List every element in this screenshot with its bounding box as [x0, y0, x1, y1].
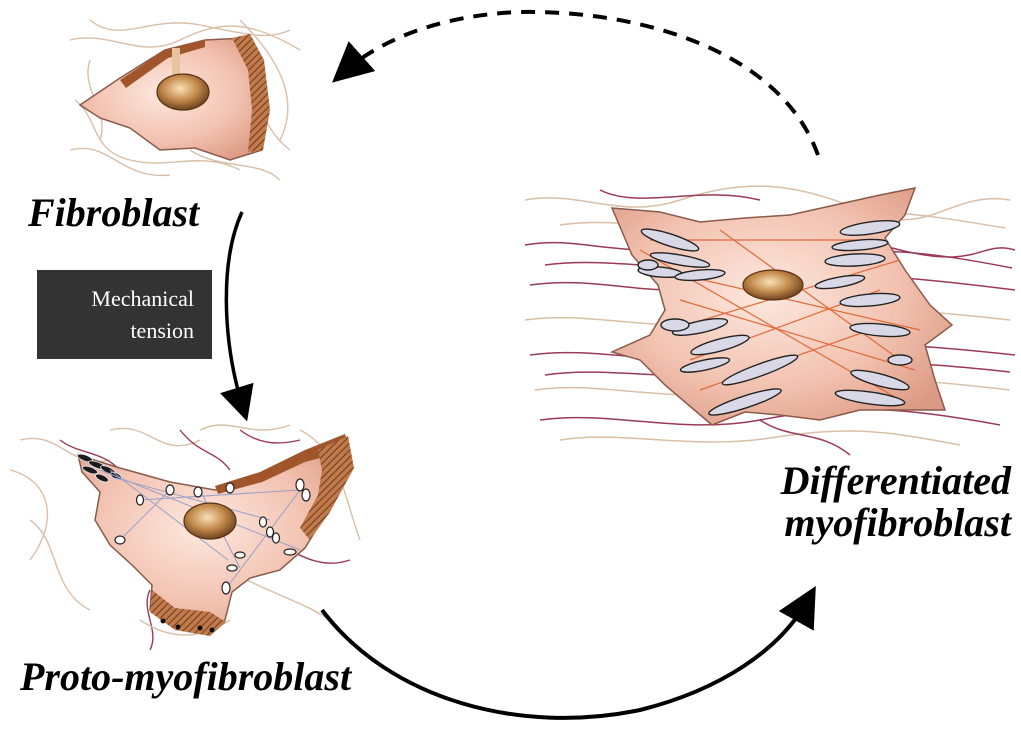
- myo-nucleus: [743, 270, 803, 300]
- differentiated-label-line2: myofibroblast: [781, 502, 1011, 544]
- differentiated-myofibroblast-label: Differentiated myofibroblast: [781, 460, 1011, 545]
- differentiated-label-line1: Differentiated: [781, 460, 1011, 502]
- differentiated-myofibroblast-cell: [525, 186, 1015, 455]
- mechanical-tension-label: Mechanical tension: [91, 283, 194, 347]
- fibroblast-nucleus: [157, 74, 209, 110]
- arrow-fibroblast-to-proto: [226, 212, 243, 408]
- fibroblast-cell: [70, 20, 300, 180]
- proto-myofibroblast-cell: [10, 425, 360, 650]
- fibroblast-label: Fibroblast: [28, 192, 199, 234]
- dashed-arrow-return-to-fibroblast: [344, 12, 818, 155]
- proto-nucleus: [184, 503, 236, 539]
- mechanical-tension-box: Mechanical tension: [37, 270, 212, 359]
- fibroblast-stress-stripe: [172, 48, 180, 78]
- arrow-proto-to-differentiated: [322, 600, 808, 718]
- proto-myofibroblast-label: Proto-myofibroblast: [20, 656, 351, 698]
